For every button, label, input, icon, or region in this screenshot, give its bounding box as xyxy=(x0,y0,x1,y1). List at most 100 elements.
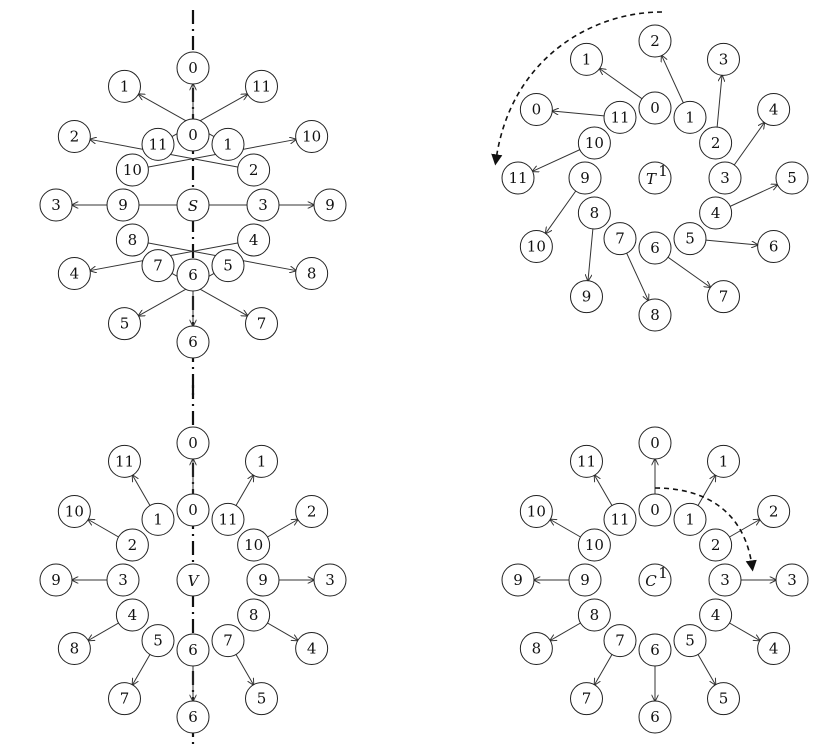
inner-node-circle xyxy=(673,502,707,536)
center-node: S xyxy=(176,188,210,222)
inner-node-label: 3 xyxy=(258,196,268,214)
inner-node: 4 xyxy=(699,196,733,230)
outer-node-circle xyxy=(775,161,809,195)
inner-node-label: 2 xyxy=(128,536,138,554)
inner-node-label: 7 xyxy=(615,632,625,650)
outer-node: 2 xyxy=(638,24,672,58)
inner-node-circle xyxy=(699,528,733,562)
inner-node: 6 xyxy=(638,633,672,667)
outer-node-circle xyxy=(638,24,672,58)
inner-node: 11 xyxy=(211,502,245,536)
outer-node-circle xyxy=(245,307,278,341)
outer-node: 1 xyxy=(245,444,278,478)
center-node: V xyxy=(176,563,210,597)
outer-node-label: 11 xyxy=(115,452,134,470)
outer-node: 8 xyxy=(57,632,91,665)
inner-node-label: 1 xyxy=(153,510,163,528)
inner-node: 3 xyxy=(708,563,742,597)
inner-node-label: 10 xyxy=(585,134,604,152)
inner-node-circle xyxy=(237,153,271,187)
inner-node-label: 8 xyxy=(249,606,259,624)
center-label: C xyxy=(645,572,657,590)
inner-node-circle xyxy=(115,528,149,562)
inner-node-circle xyxy=(176,633,210,667)
inner-node-circle xyxy=(106,188,140,222)
outer-node-circle xyxy=(757,93,791,126)
inner-node: 11 xyxy=(603,100,637,134)
outer-node-label: 4 xyxy=(769,101,779,119)
inner-node-circle xyxy=(638,493,672,527)
outer-node: 7 xyxy=(570,682,603,716)
outer-node-circle xyxy=(707,682,740,716)
inner-node-label: 0 xyxy=(188,126,198,144)
outer-node: 10 xyxy=(519,230,553,263)
inner-node-label: 4 xyxy=(249,231,259,249)
inner-node: 9 xyxy=(246,563,280,597)
inner-node: 10 xyxy=(577,528,611,562)
inner-node-label: 4 xyxy=(711,606,721,624)
outer-node-label: 5 xyxy=(257,690,267,708)
outer-node: 10 xyxy=(519,495,553,528)
inner-node-circle xyxy=(577,126,611,160)
outer-node-label: 0 xyxy=(188,59,198,77)
inner-node-label: 6 xyxy=(188,266,198,284)
outer-node-circle xyxy=(775,563,809,597)
mapping-arrow xyxy=(138,265,229,316)
outer-node-label: 4 xyxy=(307,640,317,658)
inner-node: 0 xyxy=(638,493,672,527)
outer-node-label: 3 xyxy=(787,571,797,589)
outer-node: 11 xyxy=(245,69,278,103)
inner-node: 4 xyxy=(699,598,733,632)
outer-node: 3 xyxy=(707,42,740,76)
inner-node-circle xyxy=(673,100,707,134)
mapping-arrow xyxy=(90,139,254,171)
mapping-arrow xyxy=(157,94,248,145)
outer-node-circle xyxy=(245,682,278,716)
outer-node-circle xyxy=(638,700,672,734)
inner-node-label: 5 xyxy=(685,632,695,650)
inner-node-label: 9 xyxy=(258,571,268,589)
inner-node: 1 xyxy=(673,100,707,134)
inner-node-label: 2 xyxy=(711,134,721,152)
inner-node-circle xyxy=(211,502,245,536)
outer-node-label: 8 xyxy=(532,640,542,658)
outer-node: 9 xyxy=(313,188,347,222)
inner-node: 2 xyxy=(237,153,271,187)
outer-node-circle xyxy=(108,444,141,478)
outer-node-circle xyxy=(707,42,740,76)
outer-node-label: 10 xyxy=(527,503,546,521)
outer-node-circle xyxy=(757,495,791,528)
inner-node-circle xyxy=(141,502,175,536)
inner-node-circle xyxy=(577,196,611,230)
outer-node-label: 7 xyxy=(719,288,729,306)
outer-node: 8 xyxy=(638,298,672,332)
inner-node-circle xyxy=(237,528,271,562)
outer-node-label: 3 xyxy=(51,196,61,214)
inner-node-circle xyxy=(246,563,280,597)
inner-node: 7 xyxy=(211,624,245,658)
inner-node-label: 11 xyxy=(218,510,237,528)
outer-node-circle xyxy=(176,325,210,359)
outer-node: 10 xyxy=(57,495,91,528)
inner-node-label: 8 xyxy=(590,204,600,222)
inner-node-label: 1 xyxy=(685,108,695,126)
inner-node-circle xyxy=(699,196,733,230)
outer-node-label: 6 xyxy=(650,708,660,726)
inner-node: 1 xyxy=(673,502,707,536)
inner-node: 8 xyxy=(577,196,611,230)
inner-node-label: 0 xyxy=(650,99,660,117)
outer-node-circle xyxy=(519,230,553,263)
outer-node: 0 xyxy=(638,426,672,460)
outer-node-circle xyxy=(245,69,278,103)
inner-node: 10 xyxy=(237,528,271,562)
inner-node: 9 xyxy=(568,161,602,195)
outer-node: 11 xyxy=(501,161,535,195)
inner-node-label: 9 xyxy=(580,571,590,589)
inner-node: 6 xyxy=(638,231,672,265)
outer-node-label: 0 xyxy=(532,101,542,119)
inner-node: 2 xyxy=(115,528,149,562)
inner-node: 11 xyxy=(141,127,175,161)
center-label: V xyxy=(188,572,201,590)
inner-node: 2 xyxy=(699,528,733,562)
